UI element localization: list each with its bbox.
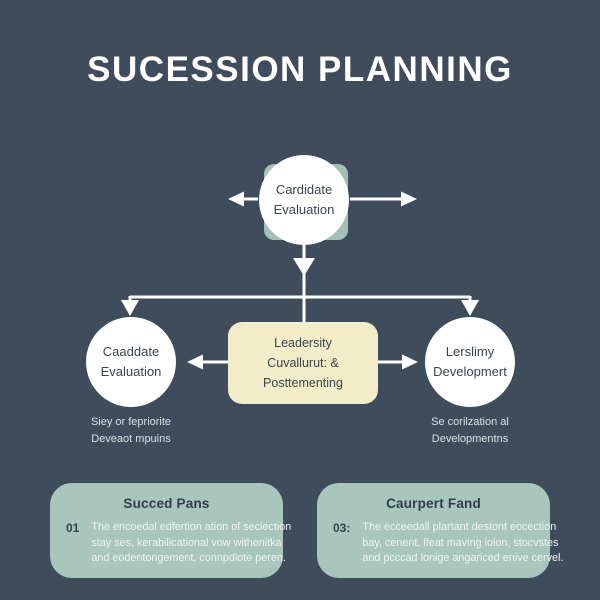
card-number: 03:	[333, 521, 351, 535]
left-node-label-line1: Caaddate	[102, 343, 160, 359]
card-content-row: 03: The ecceedall plartant destont eocec…	[333, 520, 563, 567]
card-body-line1: The encoedal edfertion ation of seciecti…	[91, 521, 292, 533]
arrow-into-left-circle	[187, 354, 230, 370]
card-body-line3: and pcccad lonige angariced enive cervel…	[362, 552, 564, 565]
card-caurpert-fand: Caurpert Fand 03: The ecceedall plartant…	[317, 483, 563, 578]
arrow-top-down	[293, 245, 315, 298]
top-node-candidate-evaluation: Cardidate Evaluation	[259, 155, 349, 245]
center-node-leadership-box: Leadersity Cuvallurut: & Posttementing	[228, 322, 378, 404]
card-title: Caurpert Fand	[386, 496, 481, 511]
right-node-caption: Se corilzation al Developmentns	[390, 414, 550, 448]
center-node-label-line2: Cuvallurut: &	[267, 356, 339, 370]
top-node-label-line1: Cardidate	[275, 181, 333, 197]
card-number: 01	[66, 521, 80, 535]
left-caption-line1: Siey or fepriorite	[90, 416, 172, 428]
left-node-candidate-evaluation: Caaddate Evaluation	[86, 317, 176, 407]
arrow-top-right	[350, 191, 417, 207]
right-node-label-line2: Developmert	[433, 364, 507, 379]
arrow-branch-left-down	[121, 296, 139, 316]
right-caption-line2: Developmentns	[431, 433, 509, 446]
center-node-label-line3: Posttementing	[263, 376, 343, 390]
left-node-caption: Siey or fepriorite Deveaot mpuins	[51, 414, 211, 448]
right-node-label-line1: Lerslimy	[445, 343, 495, 359]
center-node-label-line1: Leadersity	[274, 336, 332, 350]
card-content-row: 01 The encoedal edfertion ation of secie…	[66, 520, 291, 567]
arrow-into-right-circle	[376, 354, 418, 370]
arrow-top-left	[228, 191, 258, 207]
card-body-line2: stay ses, kerabilicational vow withenitk…	[91, 536, 282, 549]
card-body-text: The encoedal edfertion ation of seciecti…	[91, 520, 291, 567]
right-node-leadership-development: Lerslimy Developmert	[425, 317, 515, 407]
left-caption-line2: Deveaot mpuins	[91, 433, 171, 446]
card-body-line2: bay, cenent, lfeat maving iolon, stocvst…	[362, 536, 559, 549]
right-caption-line1: Se corilzation al	[431, 416, 509, 428]
card-body-text: The ecceedall plartant destont eocection…	[362, 520, 563, 567]
top-node-label-line2: Evaluation	[273, 202, 335, 217]
left-node-label-line2: Evaluation	[100, 364, 162, 379]
card-succed-pans: Succed Pans 01 The encoedal edfertion at…	[50, 483, 291, 578]
card-title: Succed Pans	[123, 496, 210, 511]
card-body-line3: and eodentongement, connpdlote peren.	[91, 552, 286, 565]
branch-line	[130, 295, 470, 323]
card-body-line1: The ecceedall plartant destont eocection	[362, 521, 557, 533]
arrow-branch-right-down	[461, 296, 479, 316]
page-title: SUCESSION PLANNING	[87, 50, 513, 89]
